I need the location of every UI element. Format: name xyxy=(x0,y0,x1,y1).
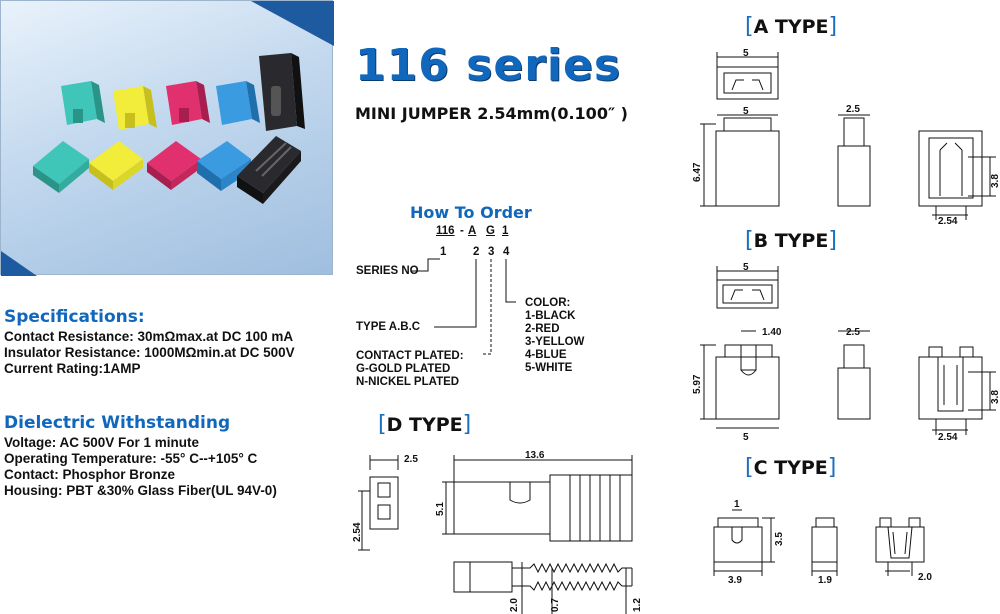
jumper-teal-upright xyxy=(61,81,105,125)
how-to-order-heading: How To Order xyxy=(410,203,532,222)
order-code-dash: - xyxy=(460,225,464,237)
d-type-end-view xyxy=(358,455,399,551)
b-dim-pitch: 2.54 xyxy=(938,432,958,443)
b-type-top-view xyxy=(716,266,779,309)
c-type-front-view xyxy=(713,509,775,576)
a-type-side-view xyxy=(837,114,871,207)
order-code-plating: G xyxy=(486,225,495,237)
d-dim-height: 5.1 xyxy=(435,502,446,516)
spec-insulator-resistance: Insulator Resistance: 1000MΩmin.at DC 50… xyxy=(4,345,295,360)
jumper-black-flat xyxy=(237,136,301,204)
jumper-illustration xyxy=(1,1,334,276)
order-position-4: 4 xyxy=(503,246,510,258)
a-type-heading: [A TYPE] xyxy=(745,14,838,39)
b-type-side-view xyxy=(837,330,871,420)
b-type-front-view xyxy=(700,330,780,429)
order-position-1: 1 xyxy=(440,246,447,258)
dielectric-temperature: Operating Temperature: -55° C--+105° C xyxy=(4,451,258,466)
a-type-section-view xyxy=(918,130,996,220)
jumper-red-upright xyxy=(166,81,210,125)
jumper-red-flat xyxy=(147,141,201,190)
a-dim-side: 2.5 xyxy=(846,104,860,115)
jumper-blue-flat xyxy=(197,141,251,191)
order-code-series: 116 xyxy=(436,225,455,237)
b-dim-slot: 1.40 xyxy=(762,327,782,338)
d-type-heading: [D TYPE] xyxy=(378,412,472,437)
order-code-type: A xyxy=(468,225,477,237)
jumper-black-upright xyxy=(259,53,305,131)
d-dim-tail-c: 1.2 xyxy=(632,598,643,612)
a-type-front-view xyxy=(700,114,780,207)
c-dim-height: 3.5 xyxy=(774,532,785,546)
specifications-heading: Specifications: xyxy=(4,307,145,327)
page-title: 116 series xyxy=(355,40,622,91)
order-position-3: 3 xyxy=(488,246,495,258)
c-type-side-view xyxy=(811,517,838,576)
b-type-heading: [B TYPE] xyxy=(745,228,837,253)
d-dim-tail-b: 0.7 xyxy=(550,598,561,612)
spec-current-rating: Current Rating:1AMP xyxy=(4,361,141,376)
c-dim-pitch: 2.0 xyxy=(918,572,932,583)
b-dim-depth: 3.8 xyxy=(990,390,1000,404)
order-contact-plated: CONTACT PLATED: G-GOLD PLATED N-NICKEL P… xyxy=(356,350,464,388)
a-dim-pitch: 2.54 xyxy=(938,216,958,227)
jumper-yellow-flat xyxy=(89,141,143,190)
dielectric-contact: Contact: Phosphor Bronze xyxy=(4,467,175,482)
order-color-list: COLOR: 1-BLACK 2-RED 3-YELLOW 4-BLUE 5-W… xyxy=(525,297,585,374)
d-dim-pitch: 2.54 xyxy=(352,522,363,542)
jumper-teal-flat xyxy=(33,141,89,193)
b-type-section-view xyxy=(918,346,996,435)
a-type-top-view xyxy=(716,52,779,100)
d-dim-tail-a: 2.0 xyxy=(509,598,520,612)
b-dim-side: 2.5 xyxy=(846,327,860,338)
jumper-blue-upright xyxy=(216,81,260,125)
order-code-color: 1 xyxy=(502,225,509,237)
a-dim-depth: 3.8 xyxy=(990,174,1000,188)
b-dim-top: 5 xyxy=(743,262,749,273)
jumper-yellow-upright xyxy=(113,86,157,130)
dimension-labels: 5 5 6.47 2.5 2.54 3.8 5 1.40 5.97 5 2.5 … xyxy=(352,48,1000,612)
spec-contact-resistance: Contact Resistance: 30mΩmax.at DC 100 mA xyxy=(4,329,294,344)
a-dim-front: 5 xyxy=(743,106,749,117)
a-dim-top: 5 xyxy=(743,48,749,59)
c-dim-width: 3.9 xyxy=(728,575,742,586)
order-position-2: 2 xyxy=(473,246,480,258)
d-type-tail-view xyxy=(453,561,633,614)
c-dim-side: 1.9 xyxy=(818,575,832,586)
c-type-heading: [C TYPE] xyxy=(745,455,837,480)
b-dim-bottom: 5 xyxy=(743,432,749,443)
c-dim-slot: 1 xyxy=(734,499,740,510)
order-type-label: TYPE A.B.C xyxy=(356,321,421,333)
dielectric-voltage: Voltage: AC 500V For 1 minute xyxy=(4,435,200,450)
order-series-no-label: SERIES NO xyxy=(356,265,419,277)
product-photo xyxy=(0,0,334,276)
d-dim-length: 13.6 xyxy=(525,450,545,461)
a-dim-height: 6.47 xyxy=(692,162,703,182)
c-type-section-view xyxy=(875,517,925,576)
dielectric-housing: Housing: PBT &30% Glass Fiber(UL 94V-0) xyxy=(4,483,277,498)
d-type-side-view xyxy=(442,455,633,542)
d-dim-end: 2.5 xyxy=(404,454,418,465)
b-dim-height: 5.97 xyxy=(692,374,703,394)
page-subtitle: MINI JUMPER 2.54mm(0.100″ ) xyxy=(355,104,628,123)
dielectric-heading: Dielectric Withstanding xyxy=(4,413,231,433)
